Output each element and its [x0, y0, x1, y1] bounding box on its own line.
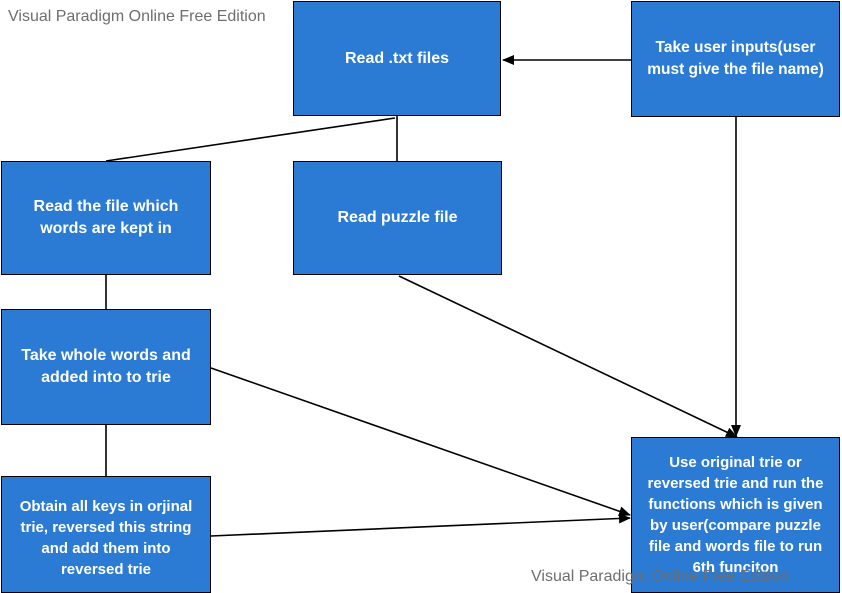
- node-build-reversed-trie[interactable]: Obtain all keys in orjinal trie, reverse…: [1, 476, 211, 593]
- node-read-words-file[interactable]: Read the file which words are kept in: [1, 161, 211, 275]
- edge-obtain-to-use-trie: [210, 513, 631, 537]
- watermark-top: Visual Paradigm Online Free Edition: [8, 8, 266, 25]
- node-read-txt-files[interactable]: Read .txt files: [293, 1, 501, 116]
- edge-read-txt-to-read-words: [105, 117, 396, 162]
- node-take-user-inputs[interactable]: Take user inputs(user must give the file…: [631, 1, 840, 117]
- edge-read-puzzle-to-use-trie: [398, 275, 738, 438]
- node-add-words-to-trie[interactable]: Take whole words and added into to trie: [1, 309, 211, 425]
- watermark-bottom: Visual Paradigm Online Free Edition: [531, 568, 789, 585]
- node-run-trie-functions[interactable]: Use original trie or reversed trie and r…: [631, 437, 840, 593]
- node-read-puzzle-file[interactable]: Read puzzle file: [293, 161, 502, 275]
- edge-take-words-to-use-trie: [210, 367, 631, 517]
